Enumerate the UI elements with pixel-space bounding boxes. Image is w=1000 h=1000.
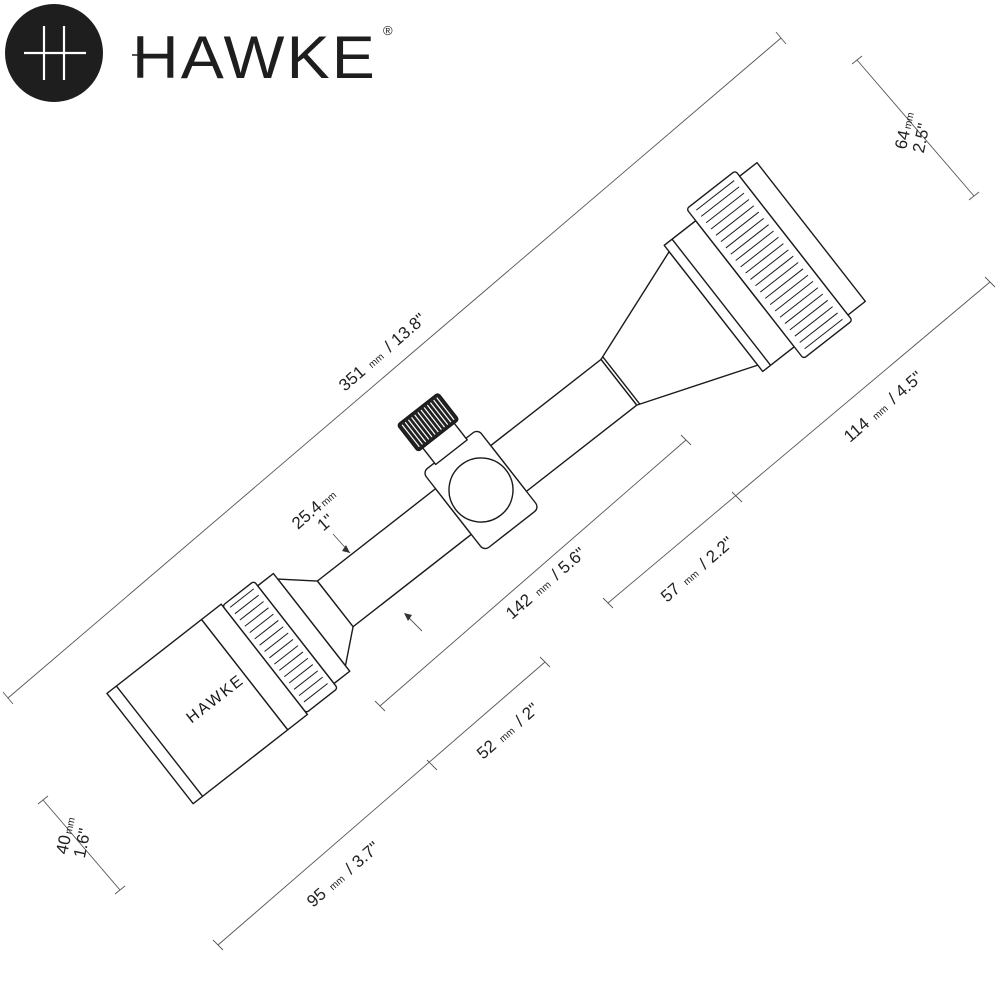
dim-mount-front: 52 mm / 2" bbox=[473, 699, 542, 763]
eyepiece-body bbox=[106, 618, 289, 805]
registered-mark: ® bbox=[383, 23, 393, 38]
windage-turret bbox=[397, 393, 468, 466]
dim-eyepiece-diameter: 40mm 1.6" bbox=[52, 815, 94, 860]
main-tube-front bbox=[490, 358, 638, 493]
svg-text:64mm: 64mm bbox=[891, 110, 917, 151]
dim-tube-diameter: 25.4mm 1" bbox=[288, 490, 339, 535]
dim-objective-section: 114 mm / 4.5" bbox=[840, 368, 926, 447]
dimension-lines bbox=[2, 31, 996, 951]
dim-mounting-length: 142 mm / 5.6" bbox=[502, 544, 589, 623]
dim-mount-rear: 57 mm / 2.2" bbox=[657, 533, 737, 606]
riflescope: HAWKE bbox=[106, 161, 867, 805]
dim-eyepiece-section: 95 mm / 3.7" bbox=[303, 838, 383, 911]
svg-text:40mm: 40mm bbox=[52, 815, 78, 856]
eyepiece-focus-ring bbox=[222, 581, 338, 713]
dim-overall-length: 351 mm / 13.8" bbox=[335, 309, 429, 395]
objective-end bbox=[738, 161, 867, 316]
logo-badge-h-icon bbox=[24, 26, 86, 80]
dim-objective-diameter: 64mm 2.5" bbox=[891, 110, 933, 155]
main-tube-rear bbox=[316, 487, 472, 628]
logo: HAWKE ® bbox=[5, 4, 393, 102]
elevation-turret-cap bbox=[448, 457, 514, 523]
logo-wordmark: HAWKE bbox=[132, 24, 377, 91]
